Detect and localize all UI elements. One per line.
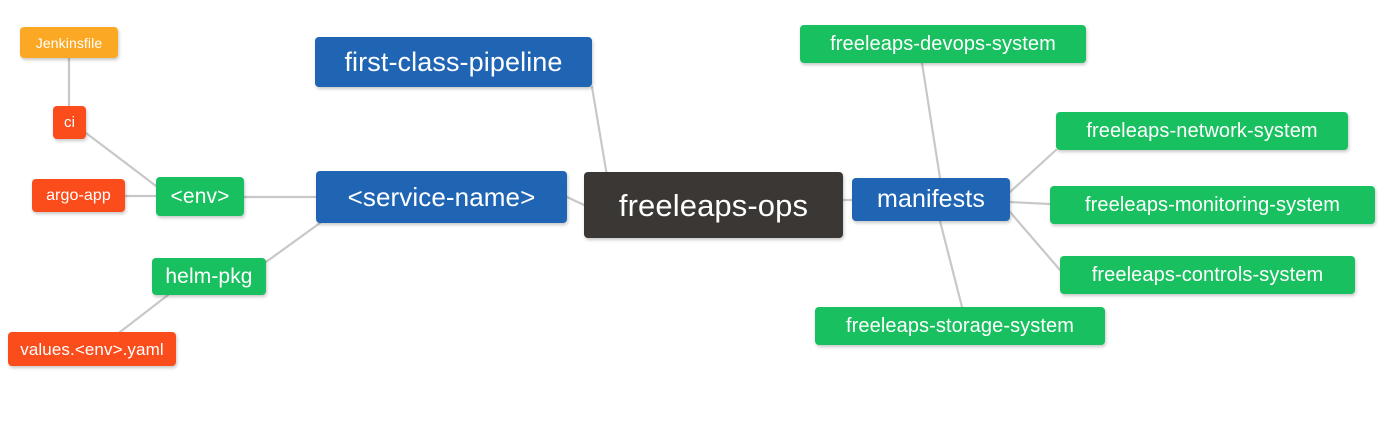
edge-manifests-to-monitoring_system bbox=[1008, 200, 1052, 206]
edge-manifests-to-storage_system bbox=[938, 219, 964, 309]
node-helm-pkg[interactable]: helm-pkg bbox=[152, 258, 266, 295]
node-ci[interactable]: ci bbox=[53, 106, 86, 139]
node-freeleaps-network-system[interactable]: freeleaps-network-system bbox=[1056, 112, 1348, 150]
node-label: freeleaps-storage-system bbox=[845, 315, 1075, 337]
node-label: freeleaps-devops-system bbox=[830, 33, 1056, 55]
node-env[interactable]: <env> bbox=[156, 177, 244, 216]
edge-manifests-to-devops_system bbox=[920, 61, 942, 180]
node-label: first-class-pipeline bbox=[344, 46, 563, 77]
node-service-name[interactable]: <service-name> bbox=[316, 171, 567, 223]
node-label: freeleaps-ops bbox=[618, 187, 809, 223]
node-label: Jenkinsfile bbox=[35, 34, 103, 51]
node-freeleaps-storage-system[interactable]: freeleaps-storage-system bbox=[815, 307, 1105, 345]
node-freeleaps-ops[interactable]: freeleaps-ops bbox=[584, 172, 843, 238]
node-freeleaps-controls-system[interactable]: freeleaps-controls-system bbox=[1060, 256, 1355, 294]
edge-root-to-service_name bbox=[565, 195, 586, 207]
node-values-yaml[interactable]: values.<env>.yaml bbox=[8, 332, 176, 366]
edge-manifests-to-network_system bbox=[1008, 148, 1058, 194]
edge-service_name-to-helm_pkg bbox=[264, 221, 322, 264]
node-label: ci bbox=[63, 114, 76, 131]
node-argo-app[interactable]: argo-app bbox=[32, 179, 125, 212]
node-label: argo-app bbox=[46, 186, 111, 204]
node-label: freeleaps-network-system bbox=[1086, 120, 1318, 142]
edge-root-to-first_class_pipeline bbox=[590, 85, 609, 178]
node-label: freeleaps-controls-system bbox=[1091, 264, 1324, 286]
node-first-class-pipeline[interactable]: first-class-pipeline bbox=[315, 37, 592, 87]
node-jenkinsfile[interactable]: Jenkinsfile bbox=[20, 27, 118, 58]
node-freeleaps-monitoring-system[interactable]: freeleaps-monitoring-system bbox=[1050, 186, 1375, 224]
node-label: <service-name> bbox=[347, 182, 536, 212]
node-label: helm-pkg bbox=[165, 265, 253, 288]
node-label: values.<env>.yaml bbox=[20, 339, 164, 359]
node-manifests[interactable]: manifests bbox=[852, 178, 1010, 221]
node-label: <env> bbox=[170, 185, 230, 208]
edge-helm_pkg-to-values_yaml bbox=[118, 293, 170, 334]
node-label: manifests bbox=[877, 185, 985, 213]
node-freeleaps-devops-system[interactable]: freeleaps-devops-system bbox=[800, 25, 1086, 63]
node-label: freeleaps-monitoring-system bbox=[1084, 194, 1340, 216]
